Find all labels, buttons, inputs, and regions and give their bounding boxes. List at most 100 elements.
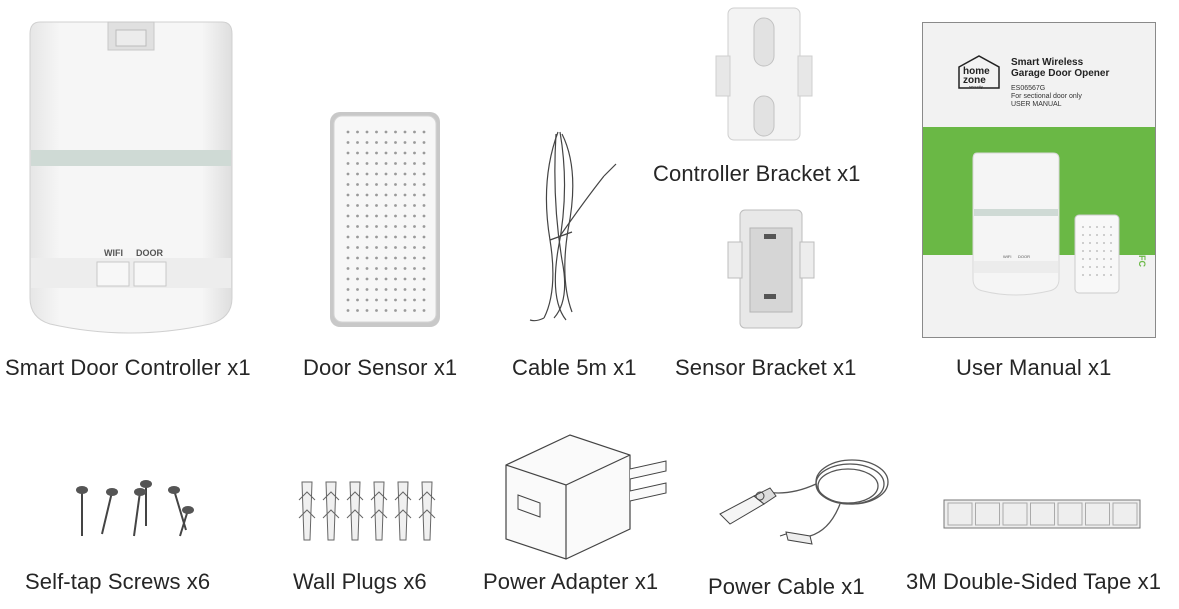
controller-led-door: DOOR (136, 248, 164, 258)
sensor-vent-dot (413, 183, 416, 186)
sensor-vent-dot (365, 204, 369, 207)
sensor-vent-dot (422, 298, 426, 302)
fcc-mark: FC (1137, 255, 1147, 267)
sensor-vent-dot (356, 288, 359, 291)
sensor-vent-dot (422, 277, 426, 281)
sensor-vent-dot (394, 193, 397, 197)
sensor-vent-dot (403, 267, 407, 270)
sensor-vent-dot (346, 130, 350, 134)
sensor-vent-dot (365, 277, 369, 281)
sensor-vent-dot (403, 298, 407, 302)
wall-plug-fin (346, 491, 364, 501)
cover-sensor-dot (1089, 266, 1091, 268)
sensor-vent-dot (403, 277, 407, 281)
cover-sensor-dot (1096, 242, 1098, 244)
wall-plug-fin (298, 509, 316, 519)
door-sensor-label: Door Sensor x1 (303, 355, 458, 380)
wall-plug-fin (418, 509, 436, 519)
sensor-vent-dot (413, 267, 416, 270)
sensor-vent-dot (403, 151, 407, 155)
wall-plug-fin (322, 509, 340, 519)
sensor-vent-dot (422, 309, 426, 312)
cover-sensor-dot (1089, 250, 1091, 252)
sensor-vent-dot (394, 298, 397, 302)
sensor-vent-dot (375, 225, 378, 228)
cable-image (529, 131, 617, 322)
sensor-vent-dot (375, 267, 378, 270)
wall-plug-fin (370, 491, 388, 501)
cover-sensor-dot (1103, 250, 1105, 252)
sensor-vent-dot (375, 235, 378, 239)
sensor-vent-dot (375, 298, 378, 302)
double-sided-tape: 3M Double-Sided Tape x1 (900, 470, 1179, 609)
sensor-vent-dot (356, 193, 359, 197)
wall-plug-fin (298, 491, 316, 501)
sensor-vent-dot (384, 193, 388, 197)
sensor-vent-dot (384, 214, 388, 218)
sensor-vent-dot (365, 298, 369, 302)
cover-sensor-dot (1103, 226, 1105, 228)
sensor-vent-dot (356, 172, 359, 176)
sensor-vent-dot (422, 151, 426, 155)
manual-title: Smart Wireless Garage Door Opener (1011, 57, 1109, 79)
sensor-vent-dot (384, 267, 388, 270)
sensor-vent-dot (356, 214, 359, 218)
sensor-vent-dot (413, 288, 416, 291)
sensor-vent-dot (403, 256, 407, 260)
sensor-vent-dot (346, 277, 350, 281)
sensor-vent-dot (413, 193, 416, 197)
sensor-vent-dot (413, 277, 416, 281)
controller-bracket-label: Controller Bracket x1 (653, 161, 861, 186)
wall-plugs: Wall Plugs x6 (260, 470, 470, 609)
wall-plug (301, 481, 313, 541)
sensor-vent-dot (365, 235, 369, 239)
sensor-vent-dot (384, 288, 388, 291)
cover-sensor-dot (1110, 250, 1112, 252)
sensor-vent-dot (422, 172, 426, 176)
wall-plug-fin (346, 509, 364, 519)
sensor-vent-dot (422, 267, 426, 270)
cover-led-wifi: WIFI (1003, 254, 1011, 259)
sensor-vent-dot (375, 183, 378, 186)
sensor-vent-dot (375, 256, 378, 260)
sensor-vent-dot (356, 204, 359, 207)
sensor-vent-dot (422, 193, 426, 197)
sensor-vent-dot (365, 246, 369, 249)
sensor-vent-dot (422, 141, 426, 144)
sensor-vent-dot (356, 130, 359, 134)
sensor-vent-dot (422, 183, 426, 186)
sensor-vent-dot (413, 172, 416, 176)
sensor-vent-dot (413, 235, 416, 239)
cover-sensor-dot (1082, 250, 1084, 252)
sensor-vent-dot (384, 225, 388, 228)
sensor-vent-dot (365, 183, 369, 186)
sensor-vent-dot (422, 204, 426, 207)
sensor-vent-dot (394, 267, 397, 270)
cover-sensor-dot (1103, 258, 1105, 260)
cover-sensor-dot (1110, 274, 1112, 276)
sensor-vent-dot (384, 235, 388, 239)
sensor-vent-dot (346, 246, 350, 249)
power-adapter: Power Adapter x1 (470, 425, 680, 609)
power-adapter-label: Power Adapter x1 (483, 569, 659, 594)
manual-details: ES06567G For sectional door only USER MA… (1011, 85, 1082, 109)
sensor-vent-dot (394, 204, 397, 207)
cover-sensor-dot (1096, 266, 1098, 268)
power-cable: Power Cable x1 (690, 440, 900, 609)
sensor-vent-dot (394, 246, 397, 249)
user-manual-label: User Manual x1 (956, 355, 1112, 380)
sensor-vent-dot (384, 151, 388, 155)
sensor-vent-dot (394, 225, 397, 228)
sensor-vent-dot (394, 141, 397, 144)
sensor-vent-dot (375, 288, 378, 291)
power-cable-image (719, 459, 889, 545)
logo-line1: home (963, 66, 990, 77)
power-cable-label: Power Cable x1 (708, 574, 865, 599)
sensor-vent-dot (394, 130, 397, 134)
tape-image (943, 499, 1141, 529)
cover-sensor-dot (1082, 266, 1084, 268)
sensor-vent-dot (365, 256, 369, 260)
tape-cell (1057, 502, 1083, 526)
sensor-vent-dot (413, 151, 416, 155)
sensor-vent-dot (365, 193, 369, 197)
